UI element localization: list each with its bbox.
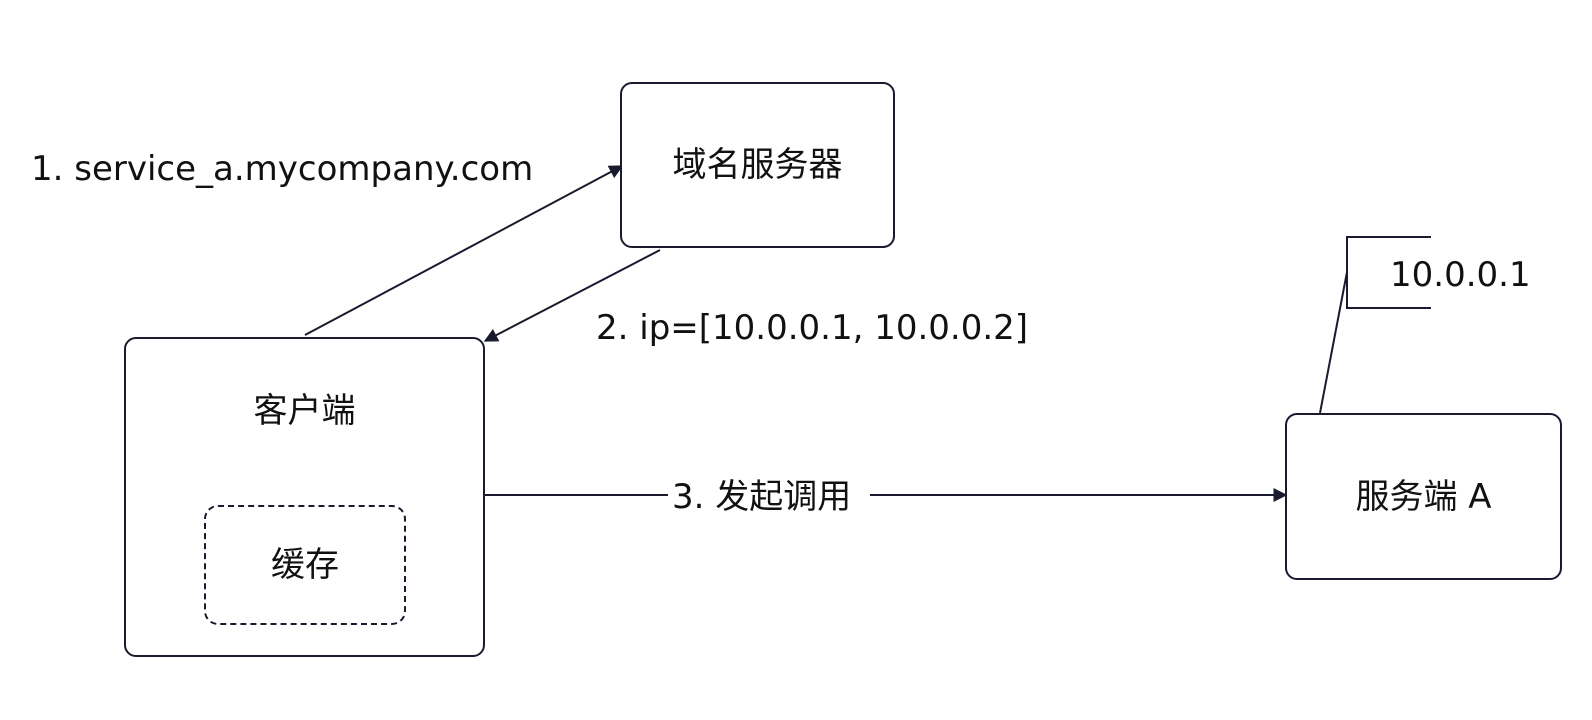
edge-step1-label: 1. service_a.mycompany.com [31,149,534,189]
annotation-bracket [1346,236,1431,309]
edge-step1-arrow [304,165,624,336]
client-label: 客户端 [253,391,356,431]
cache-label: 缓存 [271,545,339,585]
client-node: 客户端 缓存 [124,337,485,657]
edge-step2-label: 2. ip=[10.0.0.1, 10.0.0.2] [596,308,1029,348]
edge-step2-arrow [483,249,661,342]
dns-server-label: 域名服务器 [672,145,843,185]
service-a-node: 服务端 A [1285,413,1562,580]
dns-server-node: 域名服务器 [620,82,895,248]
edge-step3-label: 3. 发起调用 [672,477,852,517]
service-a-label: 服务端 A [1355,476,1492,517]
annotation-connector [1319,271,1348,414]
cache-node: 缓存 [204,505,406,625]
annotation-text: 10.0.0.1 [1390,255,1531,295]
